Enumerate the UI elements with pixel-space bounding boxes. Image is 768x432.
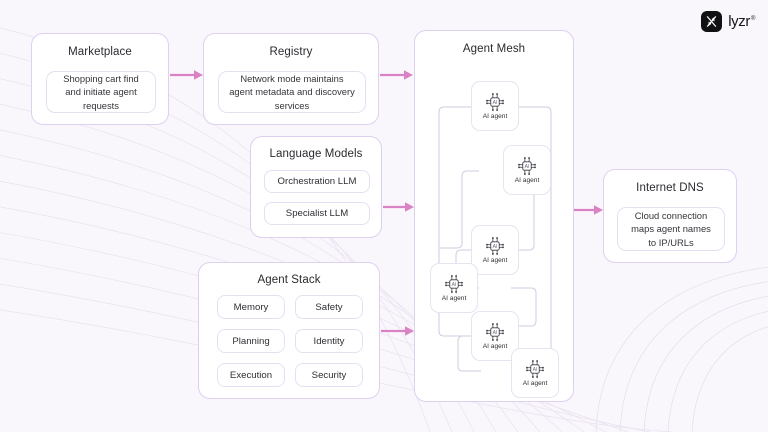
- agent-stack-item-execution[interactable]: Execution: [217, 363, 285, 387]
- ai-chip-icon: AI: [518, 157, 536, 176]
- panel-registry[interactable]: Registry Network mode maintains agent me…: [203, 33, 379, 125]
- panel-language-models-title: Language Models: [269, 148, 363, 160]
- svg-text:AI: AI: [493, 244, 498, 250]
- svg-text:AI: AI: [493, 100, 498, 106]
- panel-agent-mesh-title: Agent Mesh: [462, 43, 526, 55]
- agent-stack-item-planning[interactable]: Planning: [217, 329, 285, 353]
- agent-node-label: AI agent: [482, 113, 508, 121]
- brand-wordmark-text: lyzr: [728, 13, 750, 30]
- arrow-mesh-to-internet-dns: [574, 205, 603, 215]
- arrow-registry-to-mesh: [380, 70, 413, 80]
- panel-internet-dns-description: Cloud connection maps agent names to IP/…: [617, 207, 725, 251]
- ai-chip-icon: AI: [486, 323, 504, 342]
- agent-node-label: AI agent: [482, 257, 508, 265]
- agent-mesh-node-1[interactable]: AI AI agent: [471, 81, 519, 131]
- panel-internet-dns[interactable]: Internet DNS Cloud connection maps agent…: [603, 169, 737, 263]
- panel-agent-stack-title: Agent Stack: [257, 274, 321, 286]
- agent-mesh-node-4[interactable]: AI AI agent: [430, 263, 478, 313]
- agent-stack-item-safety[interactable]: Safety: [295, 295, 363, 319]
- agent-stack-grid: Memory Safety Planning Identity Executio…: [217, 295, 363, 387]
- svg-text:AI: AI: [452, 282, 457, 288]
- ai-chip-icon: AI: [445, 275, 463, 294]
- arrow-agent-stack-to-mesh: [381, 326, 414, 336]
- svg-text:AI: AI: [493, 330, 498, 336]
- panel-marketplace-title: Marketplace: [68, 46, 132, 58]
- ai-chip-icon: AI: [486, 93, 504, 112]
- svg-text:AI: AI: [533, 367, 538, 373]
- agent-mesh-node-6[interactable]: AI AI agent: [511, 348, 559, 398]
- ai-chip-icon: AI: [486, 237, 504, 256]
- svg-text:AI: AI: [525, 164, 530, 170]
- agent-stack-item-identity[interactable]: Identity: [295, 329, 363, 353]
- language-model-item-specialist[interactable]: Specialist LLM: [264, 202, 370, 225]
- panel-language-models[interactable]: Language Models Orchestration LLM Specia…: [250, 136, 382, 238]
- panel-registry-title: Registry: [269, 46, 313, 58]
- agent-node-label: AI agent: [441, 295, 467, 303]
- agent-node-label: AI agent: [514, 177, 540, 185]
- language-models-list: Orchestration LLM Specialist LLM: [264, 170, 370, 225]
- ai-chip-icon: AI: [526, 360, 544, 379]
- agent-stack-item-security[interactable]: Security: [295, 363, 363, 387]
- panel-marketplace[interactable]: Marketplace Shopping cart find and initi…: [31, 33, 169, 125]
- agent-mesh-node-3[interactable]: AI AI agent: [471, 225, 519, 275]
- brand-logo[interactable]: lyzr®: [701, 11, 755, 32]
- agent-stack-item-memory[interactable]: Memory: [217, 295, 285, 319]
- panel-marketplace-description: Shopping cart find and initiate agent re…: [46, 71, 156, 113]
- agent-mesh-node-2[interactable]: AI AI agent: [503, 145, 551, 195]
- lyzr-x-icon: [701, 11, 723, 32]
- agent-node-label: AI agent: [482, 343, 508, 351]
- panel-agent-mesh[interactable]: Agent Mesh AI: [414, 30, 574, 402]
- agent-node-label: AI agent: [522, 380, 548, 388]
- panel-registry-description: Network mode maintains agent metadata an…: [218, 71, 366, 113]
- language-model-item-orchestration[interactable]: Orchestration LLM: [264, 170, 370, 193]
- panel-agent-stack[interactable]: Agent Stack Memory Safety Planning Ident…: [198, 262, 380, 399]
- brand-wordmark: lyzr®: [728, 13, 755, 30]
- brand-trademark: ®: [750, 16, 755, 22]
- panel-internet-dns-title: Internet DNS: [636, 182, 704, 194]
- arrow-marketplace-to-registry: [170, 70, 203, 80]
- arrow-language-models-to-mesh: [383, 202, 414, 212]
